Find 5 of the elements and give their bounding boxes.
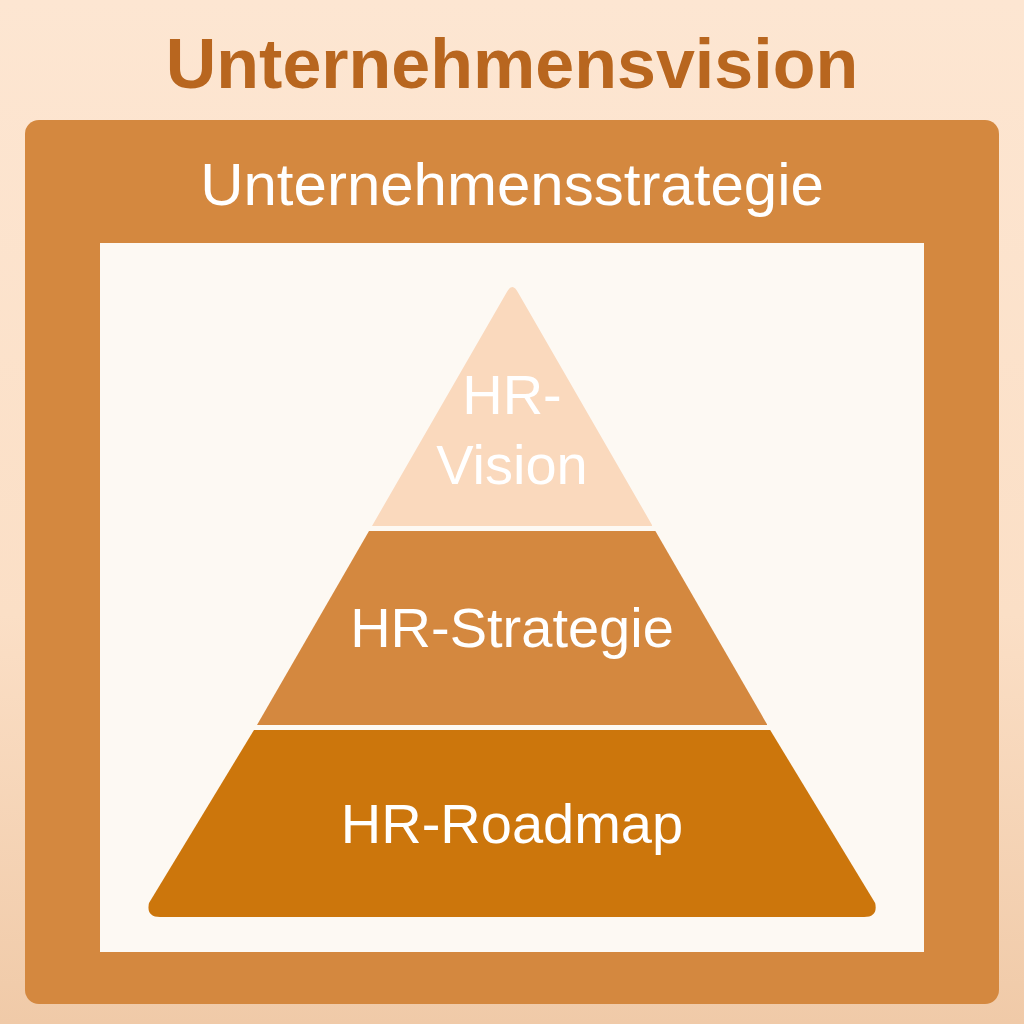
pyramid-tier: HR-Strategie	[256, 531, 768, 725]
pyramid-tier: HR-Roadmap	[145, 730, 879, 917]
strategy-heading: Unternehmensstrategie	[200, 150, 824, 219]
vision-heading: Unternehmensvision	[165, 24, 859, 105]
strategy-frame	[25, 120, 999, 1004]
